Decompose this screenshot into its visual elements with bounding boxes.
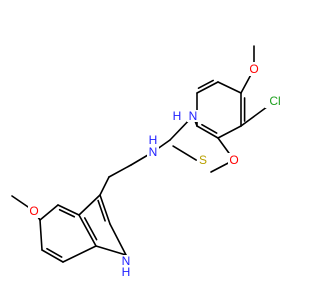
atom-label-layer: O Cl N H N H S O O N H [28,62,285,279]
bond-e1-e2 [108,164,132,178]
atom-nitrogen-indole: N [122,254,131,268]
bond-r1a-r1b [217,81,242,94]
atom-hydrogen-thiourea-ethyl: H [149,133,158,147]
molecule-canvas: O Cl N H N H S O O N H [11,45,285,279]
bond-n1i-c7a [95,245,127,256]
atom-nitrogen-thiourea-aryl: N [189,109,198,123]
molecule-structure: O Cl N H N H S O O N H [11,45,285,279]
bond-r1d-r1e [196,125,219,139]
bond-r1c-r1d [217,125,242,139]
bond-c5-c6 [39,219,43,251]
bond-double-c7a-c3a [83,217,98,241]
atom-oxygen-methoxy-top: O [249,62,258,76]
bond-double-r1d-r1e [201,123,218,134]
bond-r1f-r1a [196,81,219,94]
bond-c3a-c3 [78,194,101,216]
bond-double-r1a-r1f [197,79,214,89]
bond-double-c3-c2 [97,199,106,222]
bond-e2-c3 [99,176,110,196]
atom-oxygen-methoxy-indole: O [29,204,38,218]
bond-double-cS-s [172,145,197,161]
bond-c7-c7a [62,245,97,263]
bond-c6-c7 [41,249,64,263]
atom-oxygen-methoxy-lower: O [229,153,238,167]
bond-double-c3a-c4 [58,208,76,218]
bond-c2-n1i [109,223,127,256]
bond-double-c6-c7 [46,247,63,258]
atom-hydrogen-thiourea-aryl: H [173,109,182,123]
atom-sulfur: S [199,153,207,167]
bond-c4-c5 [39,204,59,221]
bond-c3-c2 [99,194,111,225]
bond-c3a-c4 [57,204,80,216]
atom-nitrogen-thiourea-ethyl: N [149,145,158,159]
atom-chlorine: Cl [269,94,280,108]
atom-hydrogen-indole: H [122,265,131,279]
bond-c7a-c3a [78,214,97,247]
